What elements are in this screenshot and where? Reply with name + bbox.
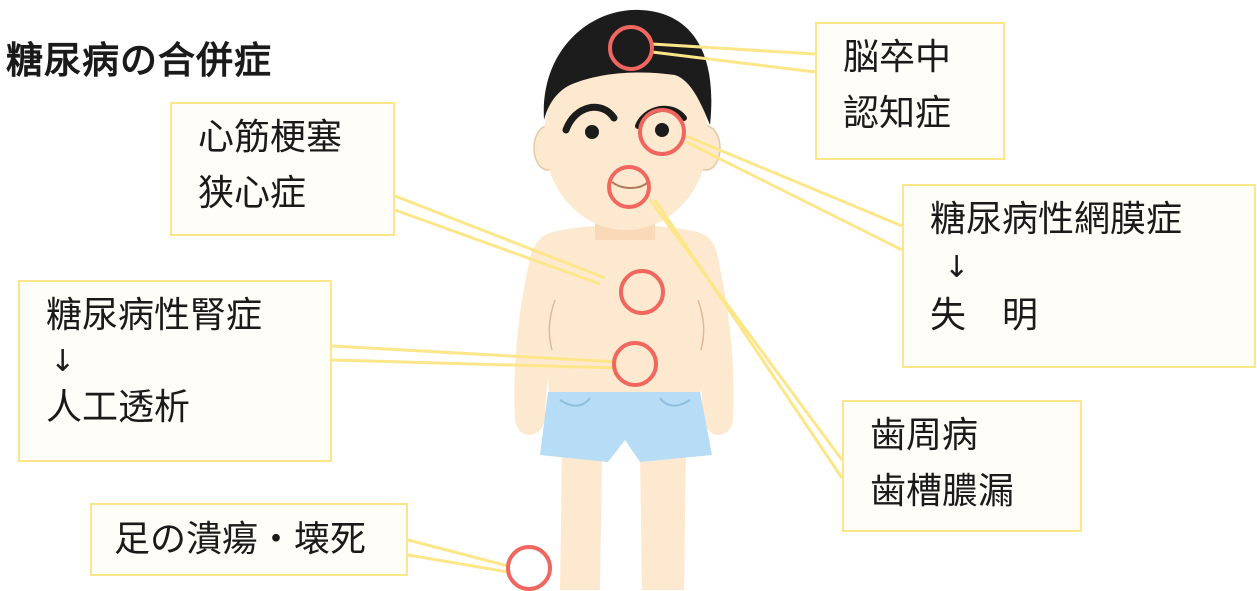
pyorrhea-label: 歯槽膿漏: [870, 471, 1015, 512]
connector-retina: [685, 134, 903, 252]
left-eyebrow: [562, 103, 618, 134]
brain-marker: [608, 25, 654, 71]
myocardial-infarction-label: 心筋梗塞: [198, 117, 343, 158]
left-eye: [585, 125, 599, 139]
shorts-line-right: [659, 397, 691, 407]
left-leg: [560, 450, 602, 590]
torso-crease-left: [548, 299, 556, 351]
nephropathy-box: 糖尿病性腎症 ↓ 人工透析: [18, 280, 332, 462]
down-arrow-icon: ↓: [50, 344, 76, 379]
retinopathy-box: 糖尿病性網膜症 ↓ 失 明: [902, 184, 1256, 368]
connectors: [331, 42, 903, 574]
torso: [529, 225, 720, 400]
foot-ulcer-box: 足の潰瘍・壊死: [90, 503, 408, 576]
stroke-label: 脳卒中: [843, 37, 952, 78]
child-figure: [514, 9, 734, 590]
mouth-marker: [607, 165, 651, 209]
periodontal-box: 歯周病 歯槽膿漏: [842, 400, 1082, 532]
heart-disease-box: 心筋梗塞 狭心症: [170, 102, 395, 236]
mouth: [611, 181, 649, 189]
foot-marker: [506, 545, 552, 591]
retinopathy-label: 糖尿病性網膜症: [930, 199, 1183, 240]
shorts: [540, 392, 712, 462]
dialysis-label: 人工透析: [46, 387, 191, 428]
dementia-label: 認知症: [843, 93, 952, 134]
stroke-dementia-box: 脳卒中 認知症: [815, 22, 1005, 160]
connector-stroke: [651, 42, 816, 74]
eye-marker: [638, 108, 686, 156]
page-title: 糖尿病の合併症: [6, 39, 272, 82]
heart-marker: [619, 269, 665, 315]
head: [544, 46, 708, 230]
down-arrow-icon: ↓: [944, 250, 970, 285]
periodontal-disease-label: 歯周病: [870, 415, 979, 456]
shorts-line-left: [559, 397, 591, 407]
markers: [506, 25, 686, 591]
angina-label: 狭心症: [198, 173, 307, 214]
connector-foot: [407, 538, 509, 574]
right-leg: [640, 450, 686, 590]
foot-ulcer-label: 足の潰瘍・壊死: [114, 519, 367, 560]
kidney-marker: [612, 341, 658, 387]
nephropathy-label: 糖尿病性腎症: [46, 295, 263, 336]
connector-periodontal: [648, 199, 844, 479]
torso-crease-right: [697, 299, 705, 351]
connector-kidney: [331, 344, 619, 370]
right-eye: [655, 123, 669, 137]
connector-heart: [394, 194, 606, 286]
blindness-label: 失 明: [930, 295, 1039, 336]
